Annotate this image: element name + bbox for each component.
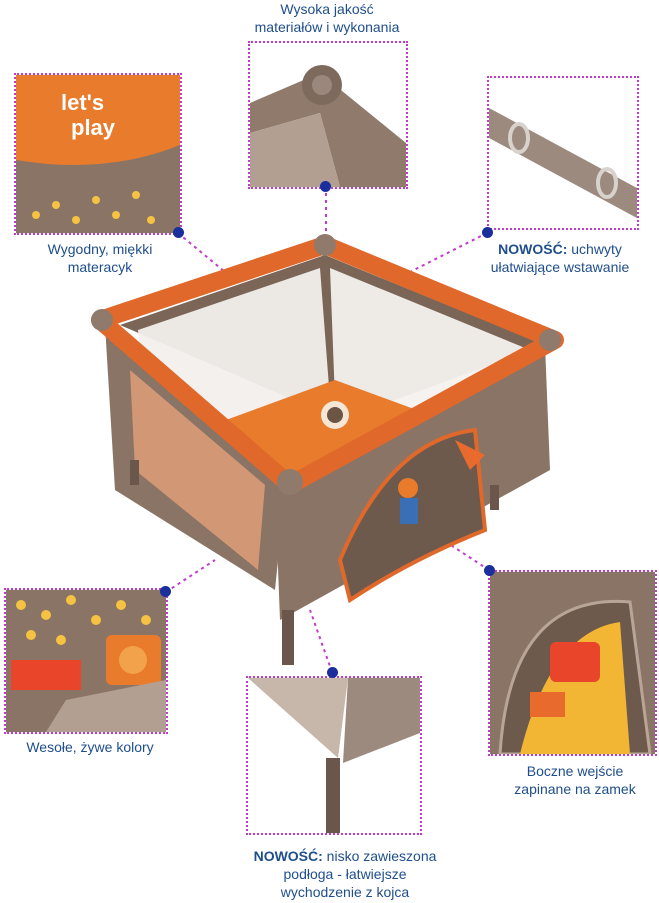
callout-dot-side-entry: [484, 565, 495, 576]
detail-side-entry: [488, 570, 657, 756]
caption-floor: NOWOŚĆ: nisko zawieszona podłoga - łatwi…: [230, 847, 460, 901]
detail-mattress: let's play: [14, 73, 182, 235]
callout-dot-floor: [327, 667, 338, 678]
caption-side-entry: Boczne wejście zapinane na zamek: [514, 763, 636, 797]
caption-floor-new: NOWOŚĆ:: [253, 848, 323, 864]
detail-corner: [248, 41, 408, 189]
callout-dot-corner: [320, 181, 331, 192]
caption-mattress: Wygodny, miękki materacyk: [47, 241, 153, 275]
caption-colors: Wesołe, żywe kolory: [26, 739, 154, 755]
caption-quality: Wysoka jakość materiałów i wykonania: [254, 1, 400, 35]
callout-dot-colors: [160, 586, 171, 597]
detail-handles: [487, 76, 639, 230]
detail-colors: [4, 588, 168, 734]
caption-handles-new: NOWOŚĆ:: [498, 241, 568, 257]
lets-play-logo: let's: [61, 90, 104, 115]
callout-dot-handles: [482, 227, 493, 238]
caption-handles-text: uchwyty ułatwiające wstawanie: [490, 241, 630, 275]
callout-dot-mattress: [173, 227, 184, 238]
detail-floor: [246, 676, 422, 835]
caption-handles: NOWOŚĆ: uchwyty ułatwiające wstawanie: [470, 240, 650, 276]
svg-text:play: play: [71, 115, 116, 140]
caption-floor-text: nisko zawieszona podłoga - łatwiejsze wy…: [280, 848, 437, 900]
playpen-image: [91, 234, 564, 665]
